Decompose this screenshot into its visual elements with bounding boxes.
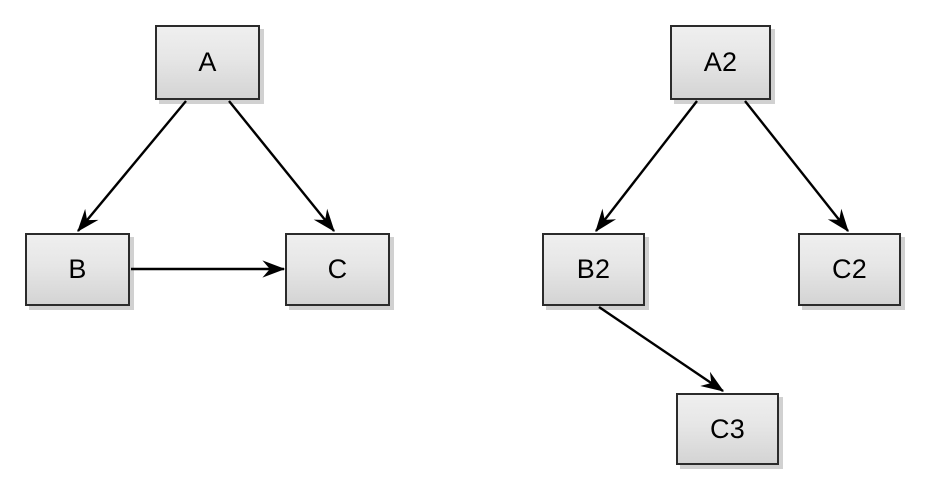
node-c3[interactable]: C3 xyxy=(676,393,779,465)
node-label: A2 xyxy=(703,47,738,77)
edge-a-to-c xyxy=(228,100,335,232)
node-a[interactable]: A xyxy=(155,25,260,100)
edge-b2-to-c3 xyxy=(598,306,724,392)
node-a2[interactable]: A2 xyxy=(670,25,771,100)
edge-a2-to-c2 xyxy=(744,100,849,232)
node-label: C2 xyxy=(832,254,867,284)
node-b[interactable]: B xyxy=(25,233,130,306)
node-c2[interactable]: C2 xyxy=(798,233,901,306)
node-label: A xyxy=(198,47,217,77)
node-b2[interactable]: B2 xyxy=(542,233,645,306)
node-label: B xyxy=(68,254,87,284)
edges-group xyxy=(77,100,849,392)
node-label: B2 xyxy=(576,254,611,284)
node-label: C xyxy=(327,254,348,284)
edge-a2-to-b2 xyxy=(595,100,698,232)
node-label: C3 xyxy=(710,413,745,444)
edge-a-to-b xyxy=(77,100,187,232)
node-c[interactable]: C xyxy=(285,233,390,306)
